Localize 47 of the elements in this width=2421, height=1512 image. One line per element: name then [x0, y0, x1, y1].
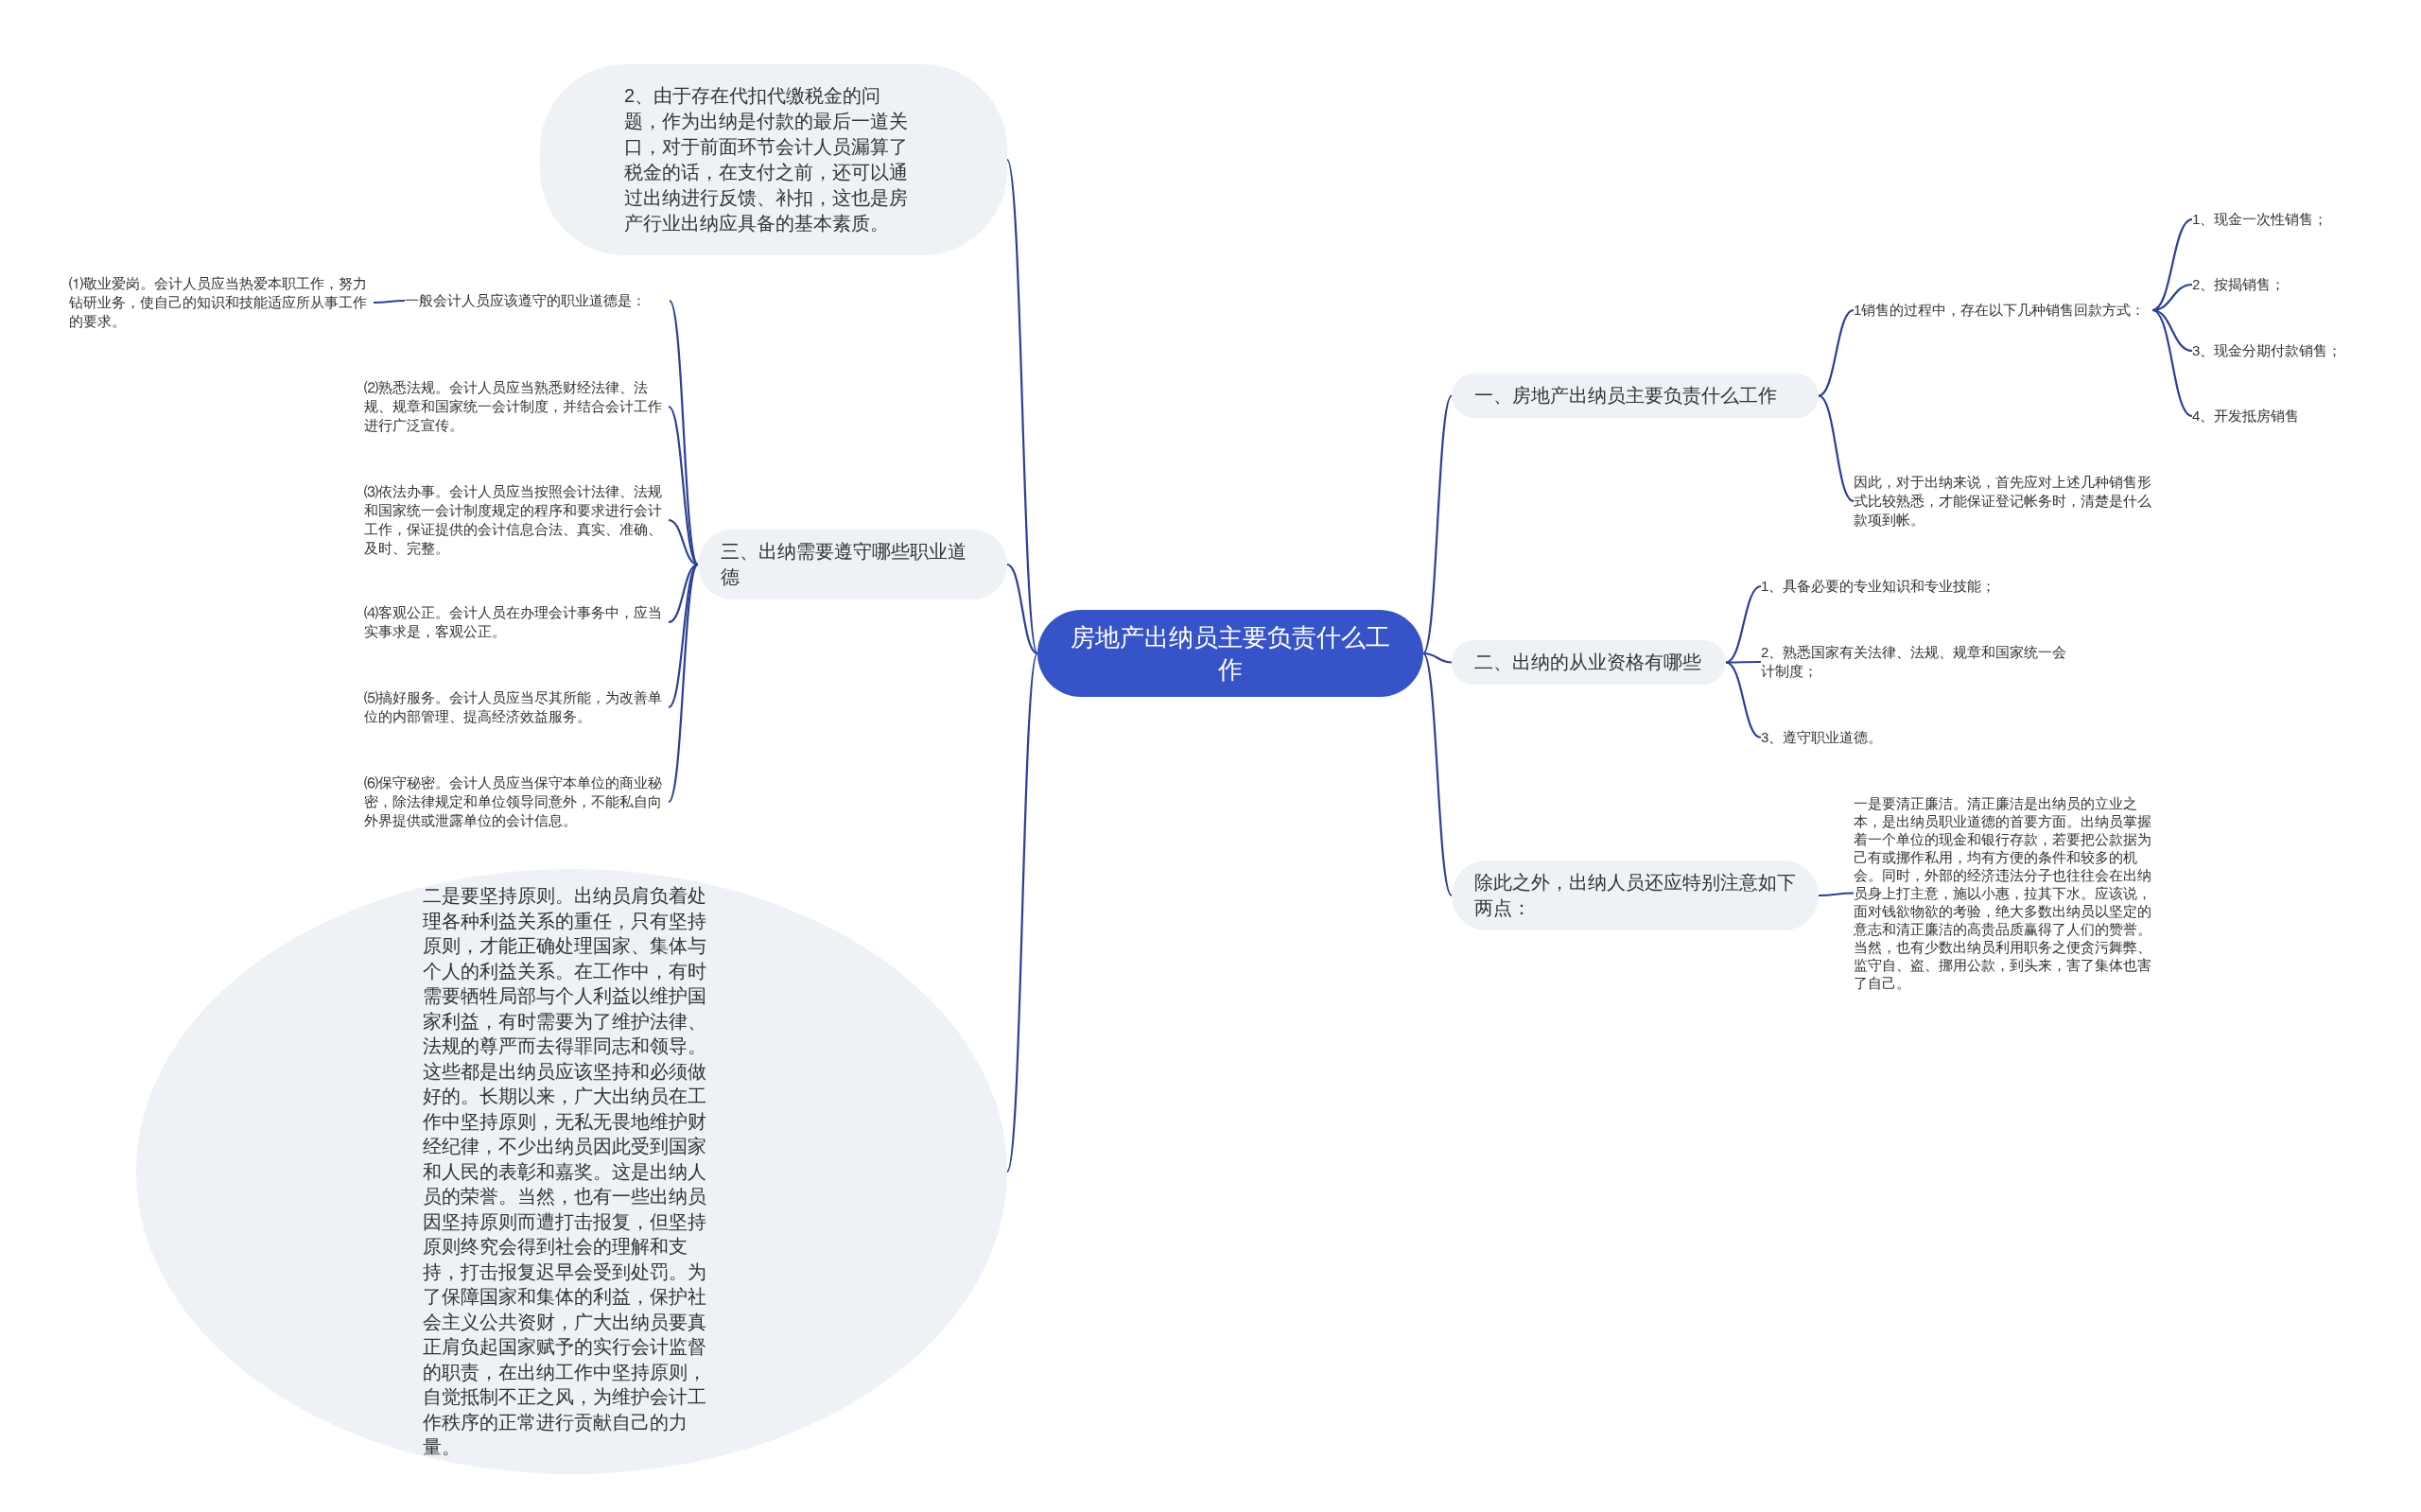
- connector-line: [668, 518, 699, 566]
- connector-line: [1818, 394, 1855, 502]
- topic-text: 一般会计人员应该遵守的职业道德是：: [405, 291, 670, 310]
- topic-text: 因此，对于出纳来说，首先应对上述几种销售形式比较熟悉，才能保证登记帐务时，清楚是什么款项到帐。: [1854, 473, 2158, 530]
- topic-text: ⑴敬业爱岗。会计人员应当热爱本职工作，努力钻研业务，使自己的知识和技能适应所从事工作的要求。: [69, 274, 374, 331]
- connector-line: [1819, 892, 1854, 897]
- connector-line: [2151, 217, 2193, 312]
- connector-line: [1725, 661, 1762, 739]
- topic-text: ⑶依法办事。会计人员应当按照会计法律、法规和国家统一会计制度规定的程序和要求进行会计工作，保证提供的会计信息合法、真实、准确、及时、完整。: [364, 482, 669, 558]
- topic-label: 除此之外，出纳人员还应特别注意如下两点：: [1474, 871, 1796, 920]
- topic-text: 一是要清正廉洁。清正廉洁是出纳员的立业之本，是出纳员职业道德的首要方面。出纳员掌握着一个单位的现金和银行存款，若要把公款据为己有或挪作私用，均有方便的条件和较多的机会。同时，外部的经济违法分子也往往会在出纳员身上打主意，施以小惠，拉其下水。应该说，面对钱欲物欲的考验，绝大多数出纳员以坚定的意志和清正廉洁的高贵品质赢得了人们的赞誉。当然，也有少数出纳员利用职务之便贪污舞弊、监守自、盗、挪用公款，到头来，害了集体也害了自己。: [1854, 794, 2158, 992]
- topic-text: 2、按揭销售；: [2192, 275, 2381, 294]
- connector-line: [668, 564, 699, 708]
- branch-topic: [1452, 374, 1819, 418]
- topic-label: 二、出纳的从业资格有哪些: [1474, 651, 1702, 674]
- connector-line: [1006, 564, 1038, 654]
- connector-line: [374, 299, 405, 304]
- topic-label: 三、出纳需要遵守哪些职业道德: [721, 540, 967, 589]
- branch-topic: [1452, 640, 1726, 685]
- topic-label: 一、房地产出纳员主要负责什么工作: [1474, 384, 1778, 408]
- topic-label: 房地产出纳员主要负责什么工作: [1070, 622, 1391, 686]
- topic-text: 3、现金分期付款销售；: [2192, 341, 2400, 360]
- connector-line: [1818, 309, 1855, 397]
- connector-line: [1422, 652, 1453, 896]
- connector-line: [1422, 652, 1453, 664]
- topic-text: 2、熟悉国家有关法律、法规、规章和国家统一会计制度；: [1761, 643, 2073, 681]
- connector-line: [1005, 652, 1039, 1173]
- topic-text: ⑷客观公正。会计人员在办理会计事务中，应当实事求是，客观公正。: [364, 603, 669, 641]
- connector-line: [1422, 394, 1453, 654]
- topic-text: 4、开发抵房销售: [2192, 407, 2381, 426]
- topic-label: 2、由于存在代扣代缴税金的问题，作为出纳是付款的最后一道关口，对于前面环节会计人员漏算了税金的话，在支付之前，还可以通过出纳进行反馈、补扣，这也是房产行业出纳应具备的基本素质。: [624, 84, 909, 235]
- topic-text: 1、具备必要的专业知识和专业技能；: [1761, 577, 2045, 596]
- connector-line: [669, 300, 699, 565]
- topic-text: 3、遵守职业道德。: [1761, 728, 1997, 747]
- topic-label: 二是要坚持原则。出纳员肩负着处理各种利益关系的重任，只有坚持原则，才能正确处理国家、集体与个人的利益关系。在工作中，有时需要牺牲局部与个人利益以维护国家利益，有时需要为了维护法律、法规的尊严而去得罪同志和领导。这些都是出纳员应该坚持和必须做好的。长期以来，广大出纳员在工作中坚持原则，无私无畏地维护财经纪律，不少出纳员因此受到国家和人民的表彰和嘉奖。这是出纳人员的荣誉。当然，也有一些出纳员因坚持原则而遭打击报复，但坚持原则终究会得到社会的理解和支持，打击报复迟早会受到处罚。为了保障国家和集体的利益，保护社会主义公共资财，广大出纳员要真正肩负起国家赋予的实行会计监督的职责，在出纳工作中坚持原则，自觉抵制不正之风，为维护会计工作秩序的正常进行贡献自己的力量。: [423, 884, 707, 1459]
- topic-text: 1、现金一次性销售；: [2192, 210, 2381, 229]
- connector-line: [1005, 159, 1039, 654]
- connector-line: [1726, 660, 1761, 664]
- topic-text: ⑹保守秘密。会计人员应当保守本单位的商业秘密，除法律规定和单位领导同意外，不能私自向外界提供或泄露单位的会计信息。: [364, 773, 669, 830]
- connector-line: [668, 406, 699, 565]
- topic-text: 1销售的过程中，存在以下几种销售回款方式：: [1854, 301, 2152, 320]
- topic-text: ⑵熟悉法规。会计人员应当熟悉财经法律、法规、规章和国家统一会计制度，并结合会计工作进行广泛宣传。: [364, 378, 669, 435]
- connector-line: [668, 564, 699, 803]
- connector-line: [668, 563, 699, 624]
- connector-line: [2151, 308, 2193, 353]
- connector-line: [2151, 309, 2193, 417]
- topic-text: ⑸搞好服务。会计人员应当尽其所能，为改善单位的内部管理、提高经济效益服务。: [364, 688, 669, 726]
